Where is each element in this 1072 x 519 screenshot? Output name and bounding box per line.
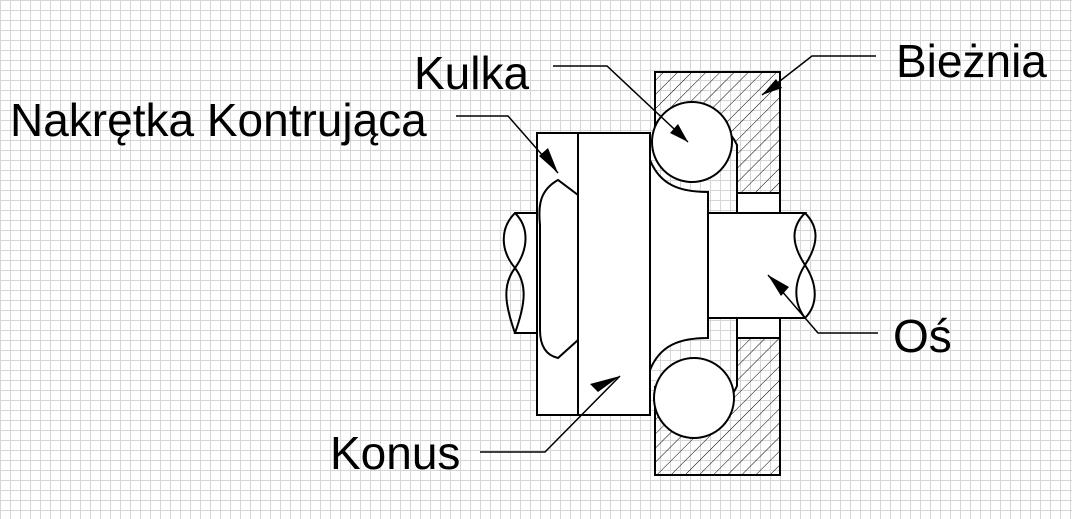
- leader-kulka: [553, 65, 689, 143]
- arrow-bieznia: [762, 79, 782, 95]
- ball-lower: [653, 357, 735, 439]
- leader-bieznia: [761, 55, 876, 96]
- race-cup-gap-lower: [736, 317, 781, 339]
- balls: [651, 101, 735, 439]
- label-os: Oś: [893, 310, 952, 362]
- arrowheads: [539, 79, 789, 392]
- label-nakretka: Nakrętka Kontrująca: [10, 94, 427, 146]
- axle-right-break: [795, 212, 817, 319]
- lock-nut: [536, 132, 580, 416]
- cone: [577, 132, 709, 416]
- leader-os: [767, 274, 878, 334]
- arrow-nakretka: [539, 148, 558, 173]
- label-konus: Konus: [330, 427, 461, 479]
- arrow-kulka: [670, 124, 688, 142]
- cone-shoulder: [649, 159, 709, 371]
- ball-upper: [651, 101, 733, 183]
- arrow-os: [768, 275, 789, 296]
- label-kulka: Kulka: [414, 47, 530, 99]
- race-cup-gap-upper: [736, 192, 781, 214]
- axle-right: [708, 212, 816, 319]
- label-bieznia: Bieżnia: [896, 35, 1047, 87]
- axle: [502, 212, 817, 334]
- arrow-konus: [590, 376, 620, 392]
- axle-left-break: [505, 212, 527, 334]
- leader-konus: [480, 375, 621, 453]
- cone-body: [577, 132, 651, 416]
- lock-nut-chamfer: [538, 178, 579, 360]
